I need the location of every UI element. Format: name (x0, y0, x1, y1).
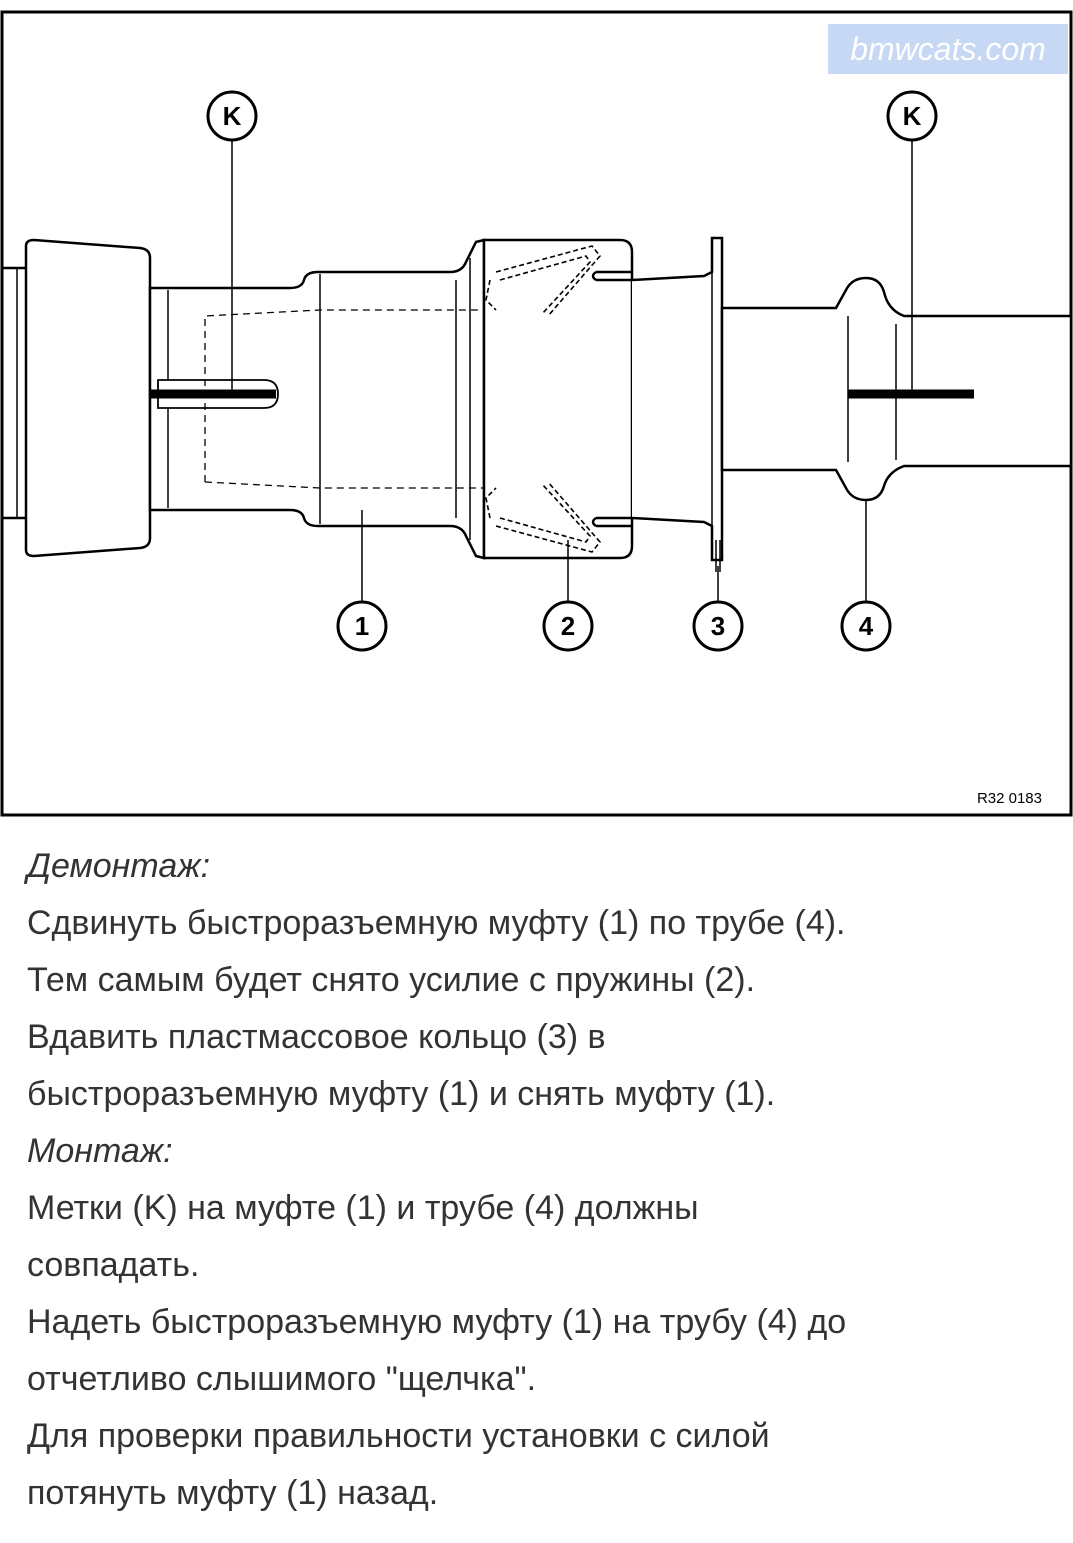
install-line: Надеть быстроразъемную муфту (1) на труб… (27, 1303, 847, 1341)
callout-part-1-label: 1 (355, 611, 369, 641)
callout-part-2: 2 (542, 600, 594, 652)
callout-mark-right-label: K (903, 101, 922, 131)
callout-part-3-label: 3 (711, 611, 725, 641)
watermark: bmwcats.com (828, 24, 1068, 74)
install-line: отчетливо слышимого "щелчка". (27, 1360, 537, 1398)
removal-line: Сдвинуть быстроразъемную муфту (1) по тр… (27, 904, 846, 942)
tube (720, 276, 1073, 502)
quick-coupling-diagram: bmwcats.com (0, 10, 1073, 817)
removal-heading: Демонтаж: (27, 847, 211, 885)
spring (485, 245, 602, 553)
callout-part-3: 3 (692, 600, 744, 652)
leader-lines (231, 141, 913, 602)
figure-id: R32 0183 (977, 790, 1042, 807)
install-line: Метки (K) на муфте (1) и трубе (4) должн… (27, 1189, 699, 1227)
callout-mark-right: K (886, 90, 938, 142)
instructions-text: Демонтаж: Сдвинуть быстроразъемную муфту… (27, 838, 1057, 1522)
install-line: совпадать. (27, 1246, 200, 1284)
removal-line: Вдавить пластмассовое кольцо (3) в (27, 1018, 606, 1056)
watermark-text: bmwcats.com (850, 31, 1046, 67)
callout-part-4: 4 (840, 600, 892, 652)
callout-part-2-label: 2 (561, 611, 575, 641)
callout-part-1: 1 (336, 600, 388, 652)
install-line: Для проверки правильности установки с си… (27, 1417, 770, 1455)
install-line: потянуть муфту (1) назад. (27, 1474, 439, 1512)
coupling-head (482, 238, 634, 560)
callout-mark-left-label: K (223, 101, 242, 131)
hose-end-left (2, 238, 152, 558)
callout-part-4-label: 4 (859, 611, 874, 641)
coupling-body (148, 238, 486, 560)
removal-line: быстроразъемную муфту (1) и снять муфту … (27, 1075, 776, 1113)
removal-line: Тем самым будет снято усилие с пружины (… (27, 961, 756, 999)
install-heading: Монтаж: (27, 1132, 173, 1170)
callout-mark-left: K (206, 90, 258, 142)
